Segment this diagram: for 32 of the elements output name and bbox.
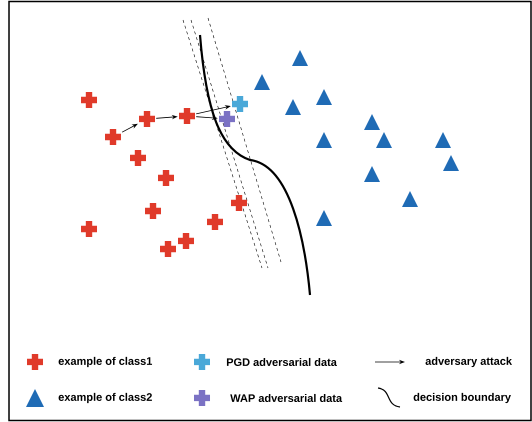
- triangle-marker: [376, 132, 392, 148]
- cross-marker: [145, 202, 161, 219]
- triangle-marker: [402, 191, 418, 207]
- cross-marker: [158, 170, 174, 186]
- legend-label: example of class1: [58, 356, 152, 368]
- triangle-marker: [292, 50, 308, 66]
- legend-label: WAP adversarial data: [230, 394, 342, 402]
- legend-label: example of class2: [58, 392, 152, 404]
- triangle-marker: [443, 155, 459, 171]
- cross-marker: [139, 111, 155, 127]
- cross-marker: [219, 111, 235, 127]
- triangle-marker: [364, 166, 380, 182]
- cross-marker: [105, 129, 121, 145]
- triangle-marker: [316, 89, 332, 105]
- triangle-marker: [254, 74, 270, 90]
- legend-label: adversary attack: [426, 356, 512, 368]
- cross-marker: [232, 96, 248, 112]
- triangle-marker: [316, 210, 332, 226]
- cross-marker: [130, 150, 146, 166]
- legend-label: decision boundary: [414, 392, 511, 404]
- triangle-marker: [316, 132, 332, 148]
- cross-marker: [231, 195, 247, 211]
- cross-marker: [160, 240, 176, 257]
- triangle-marker: [285, 99, 301, 115]
- triangle-marker: [435, 132, 451, 148]
- cross-marker: [179, 108, 195, 124]
- legend-label: PGD adversarial data: [226, 358, 337, 366]
- cross-marker: [178, 233, 194, 249]
- cross-marker: [207, 214, 223, 230]
- triangle-marker: [364, 114, 380, 130]
- cross-marker: [81, 92, 97, 108]
- cross-marker: [81, 220, 97, 237]
